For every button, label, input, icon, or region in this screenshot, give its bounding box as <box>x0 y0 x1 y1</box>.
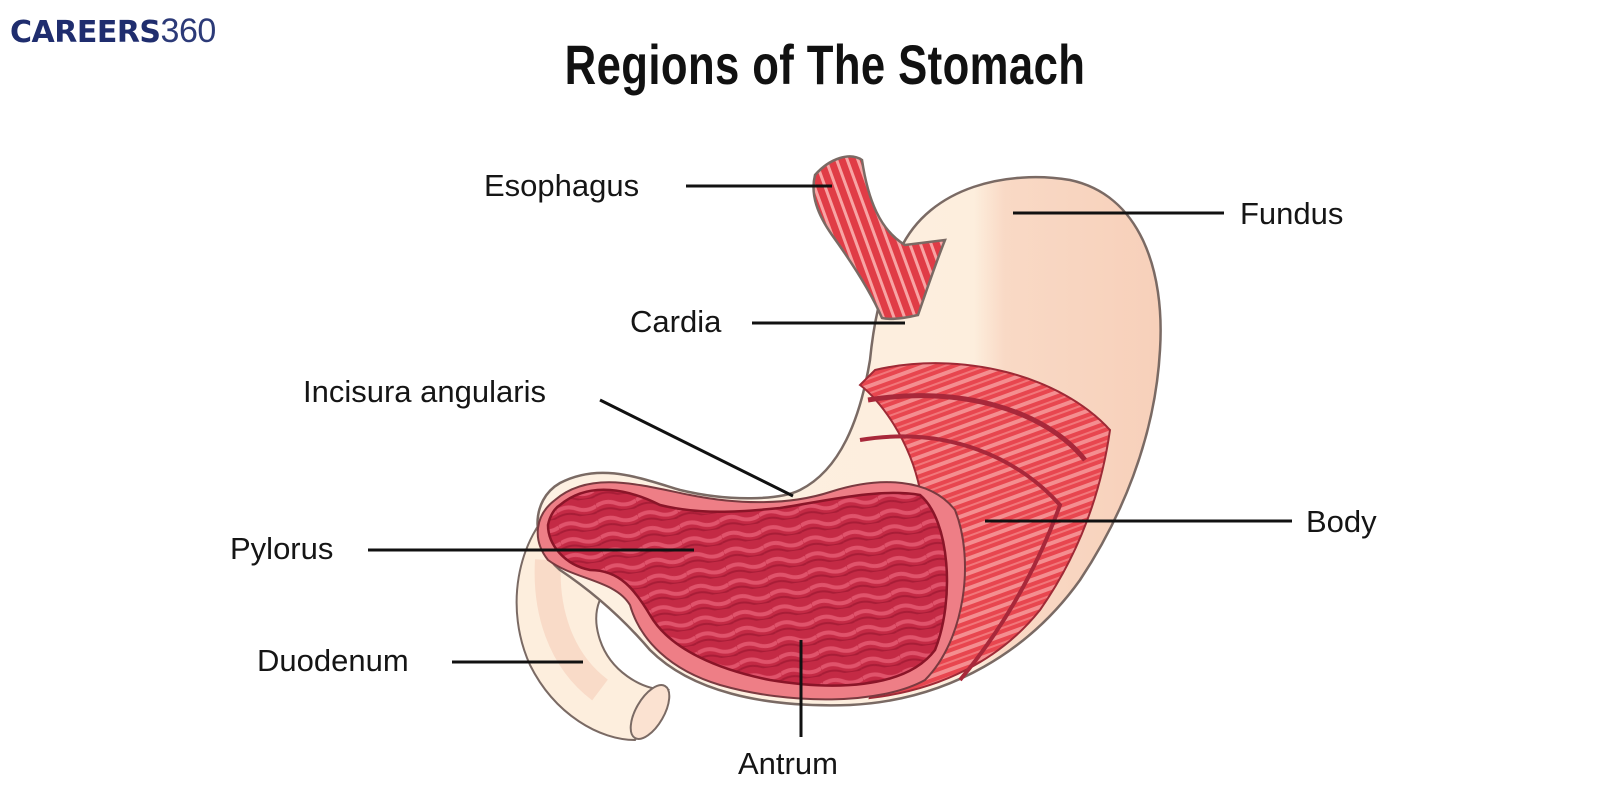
stomach-mucosa <box>546 488 949 687</box>
label-incisura-angularis: Incisura angularis <box>303 374 546 409</box>
logo-brand-text: CAREERS <box>10 15 161 50</box>
label-duodenum: Duodenum <box>257 643 409 678</box>
label-antrum: Antrum <box>738 746 838 781</box>
duodenum-opening <box>629 684 671 740</box>
careers360-logo: CAREERS360 <box>10 12 216 51</box>
esophagus-shape <box>812 155 947 321</box>
label-pylorus: Pylorus <box>230 531 334 566</box>
label-cardia: Cardia <box>630 304 722 339</box>
diagram-title: Regions of The Stomach <box>564 33 1086 96</box>
incisura-leader <box>599 398 794 498</box>
label-esophagus: Esophagus <box>484 168 640 203</box>
logo-number-text: 360 <box>160 12 217 50</box>
leader-lines <box>368 184 1292 737</box>
label-body: Body <box>1306 504 1377 539</box>
label-fundus: Fundus <box>1240 196 1344 231</box>
